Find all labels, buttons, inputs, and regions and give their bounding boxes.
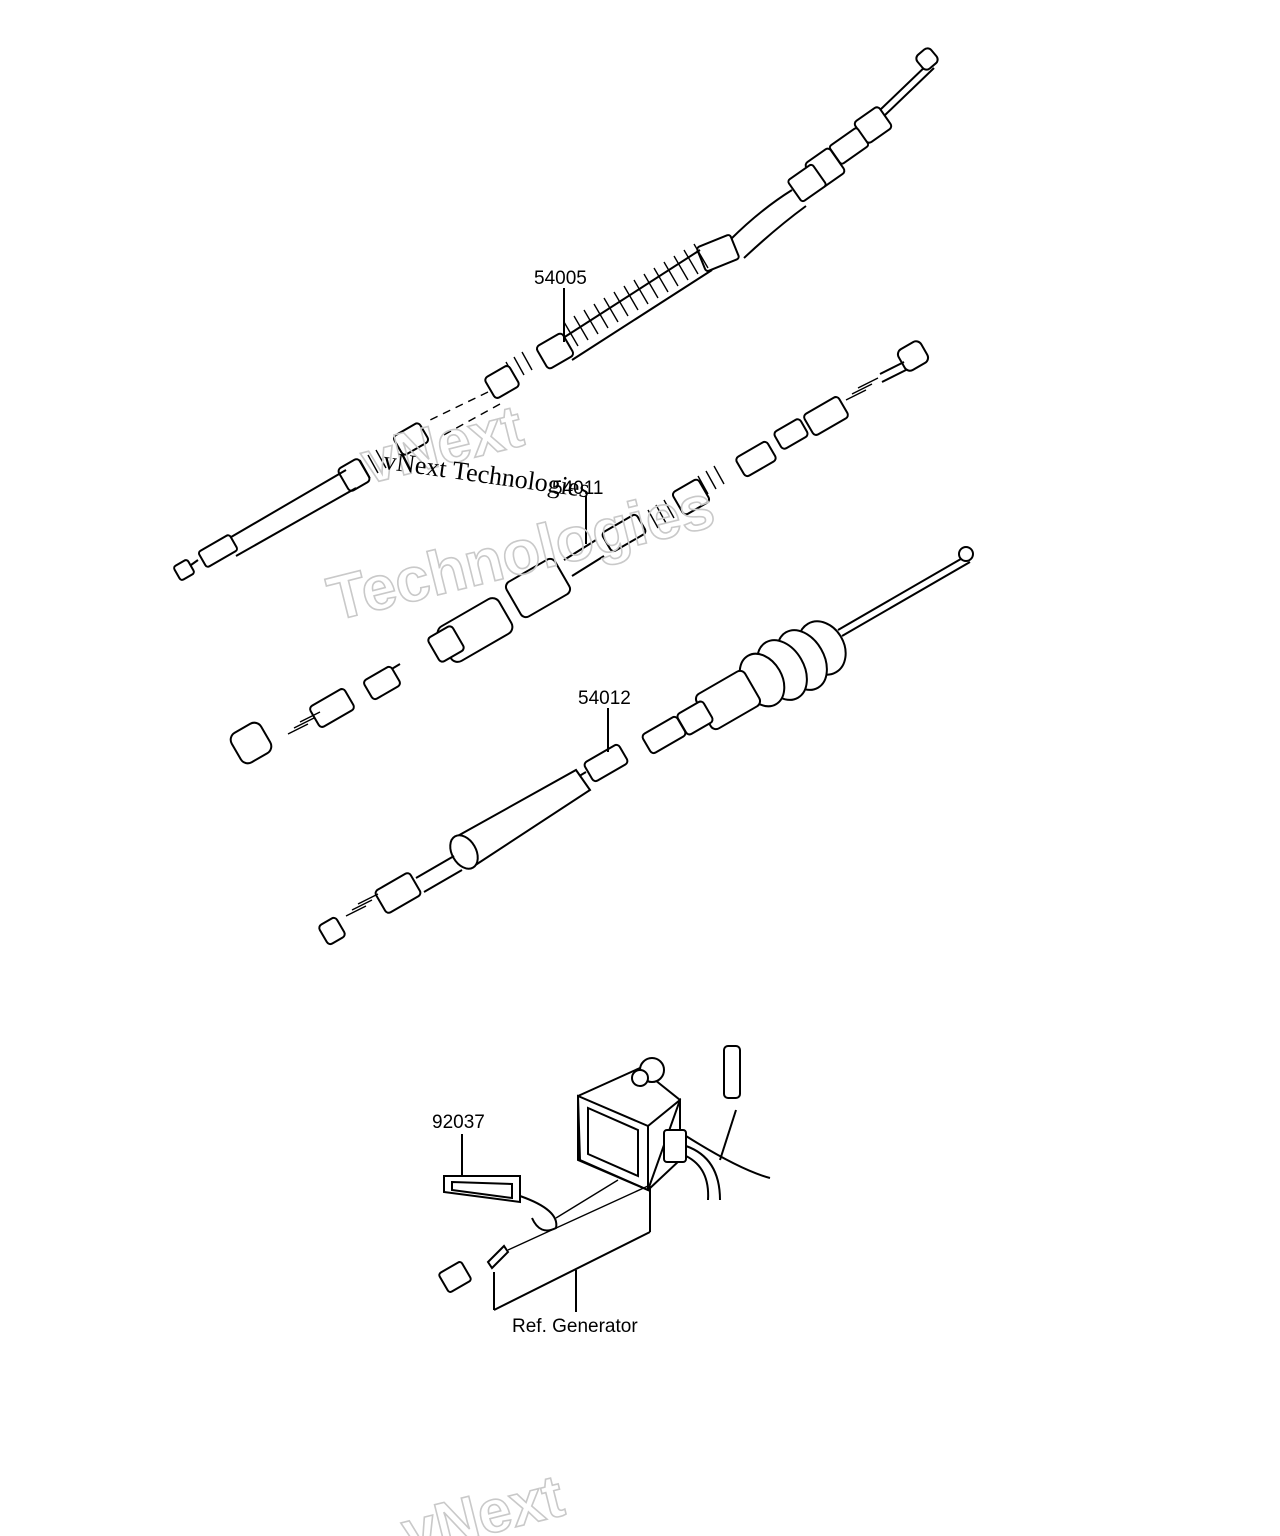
cable-54012: 54012 — [318, 546, 974, 946]
watermark-brand-bottom: vNext — [395, 1462, 570, 1536]
label-54005: 54005 — [534, 268, 587, 289]
label-54012: 54012 — [578, 688, 631, 709]
generator-assembly: 92037 Ref. Generator — [432, 1045, 771, 1337]
cable-54005: 54005 — [173, 47, 939, 581]
cable-54011: 54011 — [229, 340, 930, 765]
coil-54005 — [559, 243, 713, 361]
ref-generator-label: Ref. Generator — [512, 1316, 638, 1337]
watermark: vNext Technologies vNext Technologies vN… — [320, 391, 722, 1536]
label-54011: 54011 — [552, 478, 603, 499]
label-92037: 92037 — [432, 1112, 485, 1133]
